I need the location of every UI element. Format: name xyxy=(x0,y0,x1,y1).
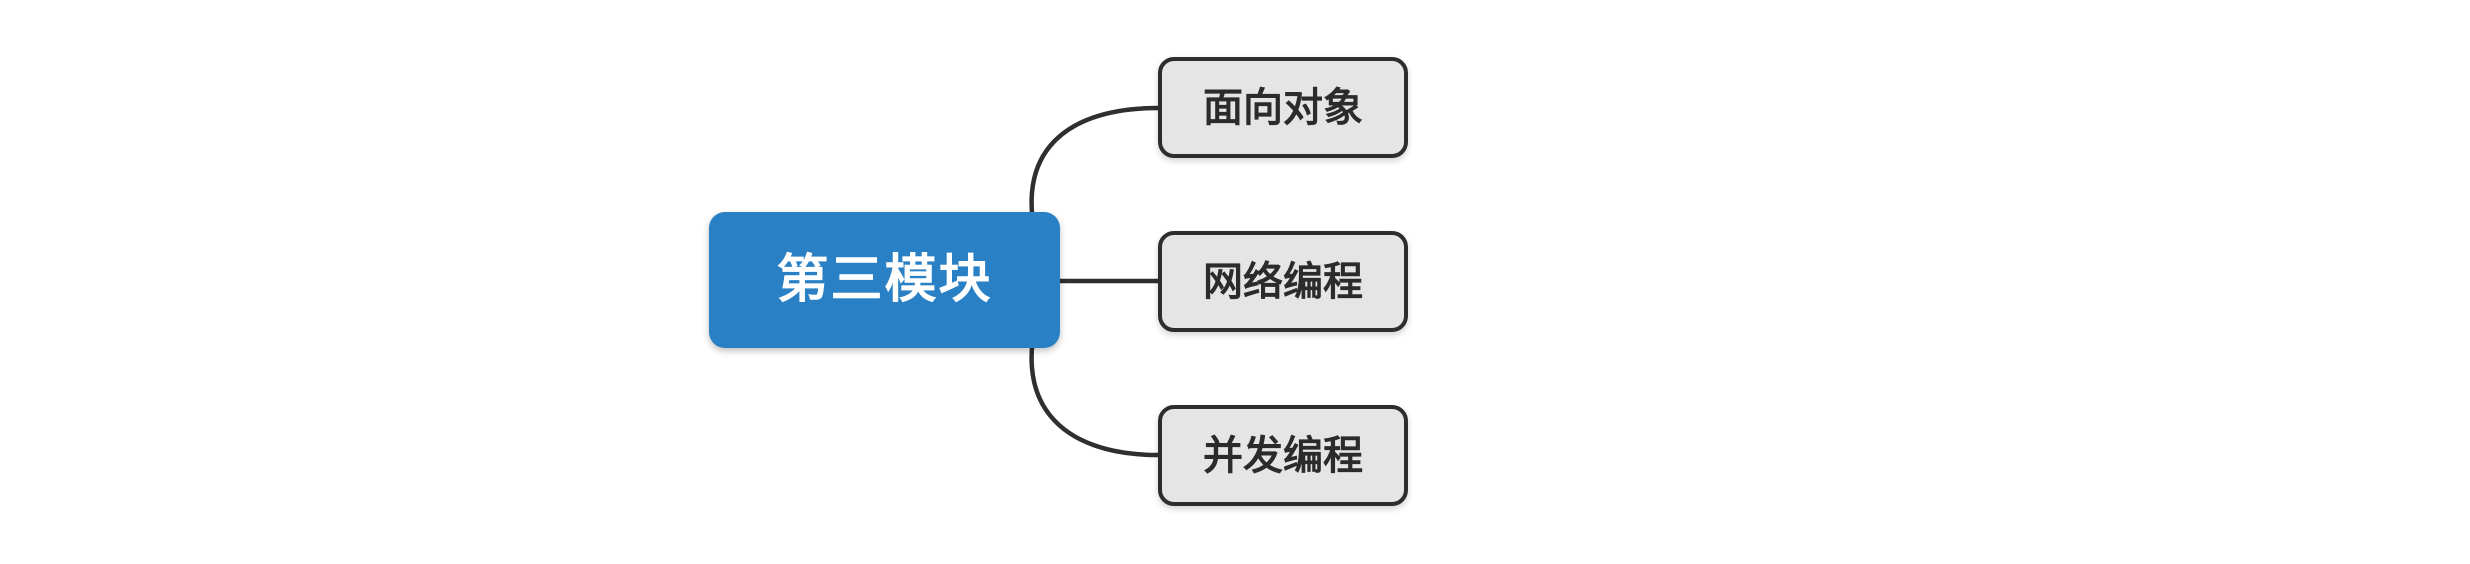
root-topic-node[interactable]: 第三模块 xyxy=(709,212,1060,348)
child-topic-node-1[interactable]: 面向对象 xyxy=(1158,57,1408,158)
child-topic-label-2: 网络编程 xyxy=(1203,259,1363,304)
child-topic-node-3[interactable]: 并发编程 xyxy=(1158,405,1408,506)
child-topic-label-1: 面向对象 xyxy=(1203,85,1363,130)
root-topic-label: 第三模块 xyxy=(776,251,993,309)
child-topic-label-3: 并发编程 xyxy=(1203,433,1363,478)
child-topic-node-2[interactable]: 网络编程 xyxy=(1158,231,1408,332)
